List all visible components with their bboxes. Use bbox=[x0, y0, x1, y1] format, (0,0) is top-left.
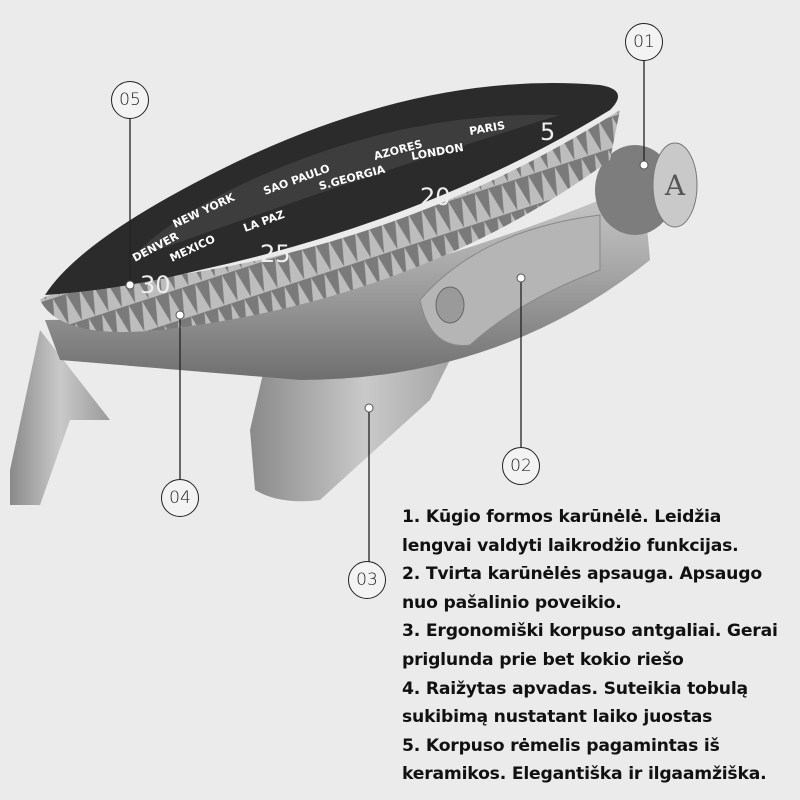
callout-01: 01 bbox=[625, 23, 663, 61]
bezel-numeral: 20 bbox=[420, 183, 451, 211]
callout-02: 02 bbox=[502, 447, 540, 485]
feature-2-line-2: nuo pašalinio poveikio. bbox=[402, 592, 622, 613]
city-label: PARIS bbox=[468, 119, 506, 138]
feature-4-line-1: 4. Raižytas apvadas. Suteikia tobulą bbox=[402, 678, 748, 699]
feature-list: 1. Kūgio formos karūnėlė. Leidžia lengva… bbox=[402, 503, 797, 789]
feature-1-line-2: lengvai valdyti laikrodžio funkcijas. bbox=[402, 535, 739, 556]
feature-4-line-2: sukibimą nustatant laiko juostas bbox=[402, 707, 713, 728]
feature-2-line-1: 2. Tvirta karūnėlės apsauga. Apsaugo bbox=[402, 564, 762, 585]
knurled-bezel bbox=[40, 110, 620, 332]
feature-5-line-2: keramikos. Elegantiška ir ilgaamžiška. bbox=[402, 764, 767, 785]
feature-3-line-2: priglunda prie bet kokio riešo bbox=[402, 649, 684, 670]
crown-guard bbox=[419, 214, 601, 346]
bezel-numeral: 25 bbox=[260, 240, 291, 268]
callout-04: 04 bbox=[161, 479, 199, 517]
feature-5-line-1: 5. Korpuso rėmelis pagamintas iš bbox=[402, 735, 720, 756]
feature-3-line-1: 3. Ergonomiški korpuso antgaliai. Gerai bbox=[402, 621, 778, 642]
svg-text:A: A bbox=[664, 169, 686, 202]
bezel-numeral: 30 bbox=[140, 271, 171, 299]
feature-1-line-1: 1. Kūgio formos karūnėlė. Leidžia bbox=[402, 507, 722, 527]
callout-05: 05 bbox=[111, 81, 149, 119]
left-lug bbox=[10, 330, 110, 505]
callout-03: 03 bbox=[348, 561, 386, 599]
bezel-numeral: 5 bbox=[540, 118, 555, 146]
